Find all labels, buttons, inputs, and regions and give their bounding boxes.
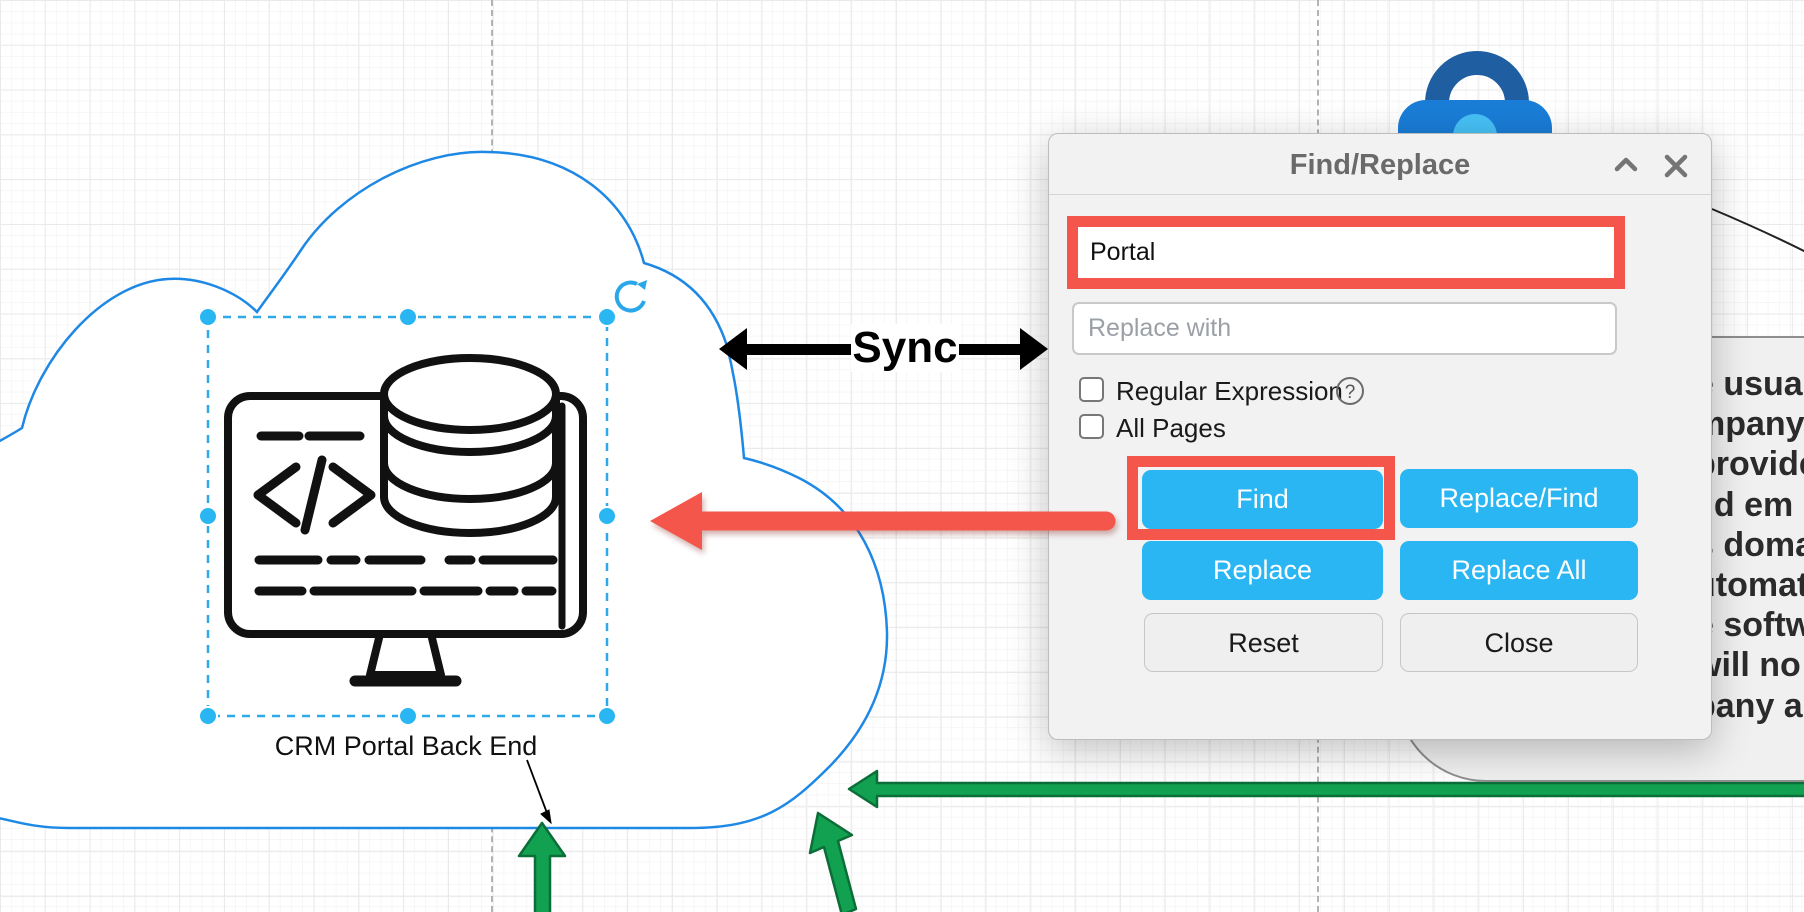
label-connector-arrow — [526, 759, 552, 825]
resize-handle[interactable] — [398, 706, 418, 726]
note-line: e softw — [1695, 606, 1804, 645]
rotate-handle-icon[interactable] — [614, 280, 647, 313]
resize-handle[interactable] — [198, 706, 218, 726]
note-line: e usual — [1695, 365, 1804, 403]
close-button[interactable]: Close — [1400, 613, 1638, 672]
replace-input[interactable] — [1072, 302, 1617, 355]
note-line: utomati — [1695, 566, 1804, 605]
green-arrow-vertical[interactable] — [517, 821, 567, 912]
note-line: pany a — [1695, 686, 1803, 725]
all-pages-row: All Pages — [1079, 413, 1379, 443]
lock-icon — [1398, 45, 1554, 158]
replace-find-button[interactable]: Replace/Find — [1400, 469, 1638, 528]
find-button[interactable]: Find — [1142, 470, 1383, 529]
close-icon[interactable] — [1661, 150, 1691, 180]
help-icon[interactable]: ? — [1336, 377, 1364, 405]
resize-handle[interactable] — [398, 307, 418, 327]
search-annotation-box — [1067, 216, 1625, 289]
selection-outline[interactable] — [198, 280, 647, 726]
find-annotation-box — [1127, 456, 1395, 540]
resize-handle[interactable] — [597, 506, 617, 526]
regex-row: Regular Expression — [1079, 376, 1479, 406]
green-arrow-horizontal[interactable] — [847, 769, 1804, 809]
collapse-icon[interactable] — [1611, 150, 1641, 180]
right-cloud-edge — [1711, 208, 1804, 253]
resize-handle[interactable] — [198, 506, 218, 526]
regex-checkbox[interactable] — [1079, 377, 1104, 402]
green-arrow-diagonal[interactable] — [808, 811, 858, 912]
dialog-title: Find/Replace — [1289, 149, 1471, 181]
note-line: provide — [1695, 445, 1804, 484]
node-label[interactable]: CRM Portal Back End — [274, 731, 538, 761]
all-pages-checkbox[interactable] — [1079, 414, 1104, 439]
replace-button[interactable]: Replace — [1142, 541, 1383, 600]
crm-backend-icon[interactable] — [224, 354, 587, 687]
resize-handle[interactable] — [198, 307, 218, 327]
all-pages-label: All Pages — [1116, 413, 1226, 443]
reset-button[interactable]: Reset — [1144, 613, 1383, 672]
dialog-titlebar[interactable]: Find/Replace — [1049, 134, 1711, 195]
regex-label: Regular Expression — [1116, 376, 1343, 406]
note-line: mpany — [1695, 405, 1804, 444]
replace-all-button[interactable]: Replace All — [1400, 541, 1638, 600]
resize-handle[interactable] — [597, 706, 617, 726]
resize-handle[interactable] — [597, 307, 617, 327]
sync-edge-label[interactable]: Sync — [851, 323, 959, 372]
note-line: will no — [1695, 646, 1801, 685]
search-input[interactable] — [1078, 227, 1614, 278]
note-line: s doma — [1695, 525, 1804, 564]
sync-arrow[interactable] — [719, 328, 1048, 370]
